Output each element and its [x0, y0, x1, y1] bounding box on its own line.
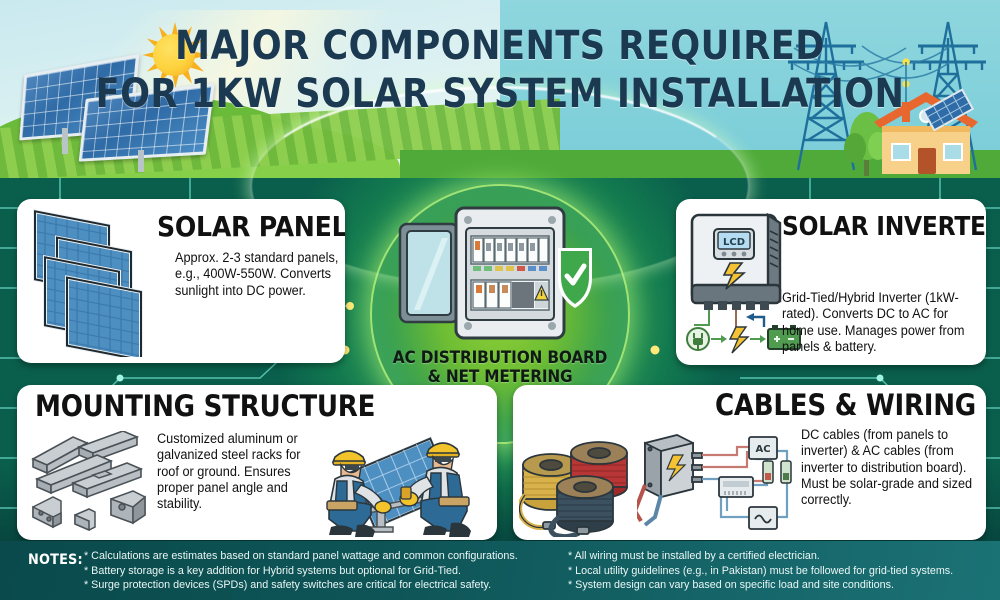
card-mounting-structure[interactable]: MOUNTING STRUCTURE	[17, 385, 497, 540]
wiring-schematic-icon: AC	[632, 425, 797, 537]
plug-icon	[686, 327, 710, 351]
card-cables-wiring[interactable]: CABLES & WIRING	[513, 385, 986, 540]
wall-mounted-inverter-icon: LCD	[684, 209, 804, 359]
note-line: * Battery storage is a key addition for …	[84, 564, 461, 577]
solar-inverter-text: SOLAR INVERTER Grid-Tied/Hybrid Inverter…	[782, 212, 986, 355]
card-title-cables-wiring: CABLES & WIRING	[715, 388, 976, 422]
card-title-solar-inverter: SOLAR INVERTER	[782, 212, 986, 242]
cable-spools-icon	[517, 429, 639, 540]
card-solar-panels[interactable]: SOLAR PANELS Approx. 2-3 standard panels…	[17, 199, 345, 363]
center-label-line-2: & NET METERING	[427, 367, 573, 386]
notes-column-right: * All wiring must be installed by a cert…	[568, 549, 998, 593]
battery-icon	[767, 325, 801, 350]
note-line: * Calculations are estimates based on st…	[84, 550, 518, 562]
schematic-sine-label	[754, 514, 772, 524]
green-shield-check-icon	[558, 248, 592, 308]
note-line: * All wiring must be installed by a cert…	[568, 550, 820, 562]
sun-icon	[143, 22, 205, 86]
card-body-solar-panels: Approx. 2-3 standard panels, e.g., 400W-…	[175, 250, 339, 298]
title-line-1: MAJOR COMPONENTS REQUIRED	[175, 23, 825, 69]
card-body-mounting-structure: Customized aluminum or galvanized steel …	[157, 431, 301, 512]
stacked-solar-panels-icon	[23, 207, 171, 363]
center-label: AC DISTRIBUTION BOARD & NET METERING	[379, 348, 621, 386]
notes-bar: NOTES: * Calculations are estimates base…	[0, 541, 1000, 600]
notes-column-left: * Calculations are estimates based on st…	[84, 549, 564, 593]
house-with-rooftop-solar-icon	[868, 88, 984, 178]
header-banner: MAJOR COMPONENTS REQUIRED FOR 1KW SOLAR …	[0, 0, 1000, 178]
card-solar-inverter[interactable]: LCD	[676, 199, 986, 365]
distribution-board-icon	[398, 198, 603, 348]
note-line: * Surge protection devices (SPDs) and sa…	[84, 579, 492, 592]
schematic-ac-label: AC	[755, 444, 770, 455]
installer-left	[326, 450, 392, 537]
solar-panels-text: SOLAR PANELS Approx. 2-3 standard panels…	[157, 210, 345, 299]
inverter-lcd-label: LCD	[723, 237, 745, 248]
card-body-solar-inverter: Grid-Tied/Hybrid Inverter (1kW-rated). C…	[782, 290, 965, 354]
page-title: MAJOR COMPONENTS REQUIRED FOR 1KW SOLAR …	[0, 22, 1000, 118]
center-label-line-1: AC DISTRIBUTION BOARD	[392, 348, 608, 367]
transmission-tower-icon	[778, 18, 874, 174]
installer-right	[399, 442, 471, 537]
power-lines-icon	[793, 45, 951, 106]
card-title-mounting-structure: MOUNTING STRUCTURE	[35, 389, 376, 423]
card-body-cables-wiring: DC cables (from panels to inverter) & AC…	[801, 427, 973, 508]
two-installers-mounting-panel-icon	[317, 427, 487, 537]
title-line-2: FOR 1KW SOLAR SYSTEM INSTALLATION	[95, 71, 905, 117]
note-line: * Local utility guidelines (e.g., in Pak…	[568, 564, 954, 577]
note-line: * System design can vary based on specif…	[568, 579, 895, 592]
notes-label: NOTES:	[28, 552, 83, 568]
warning-triangle-icon	[534, 284, 549, 301]
lightning-bolt-icon	[728, 326, 750, 354]
center-glow-ring	[370, 184, 630, 444]
mounting-rails-and-brackets-icon	[27, 430, 157, 536]
card-title-solar-panels: SOLAR PANELS	[157, 210, 345, 243]
